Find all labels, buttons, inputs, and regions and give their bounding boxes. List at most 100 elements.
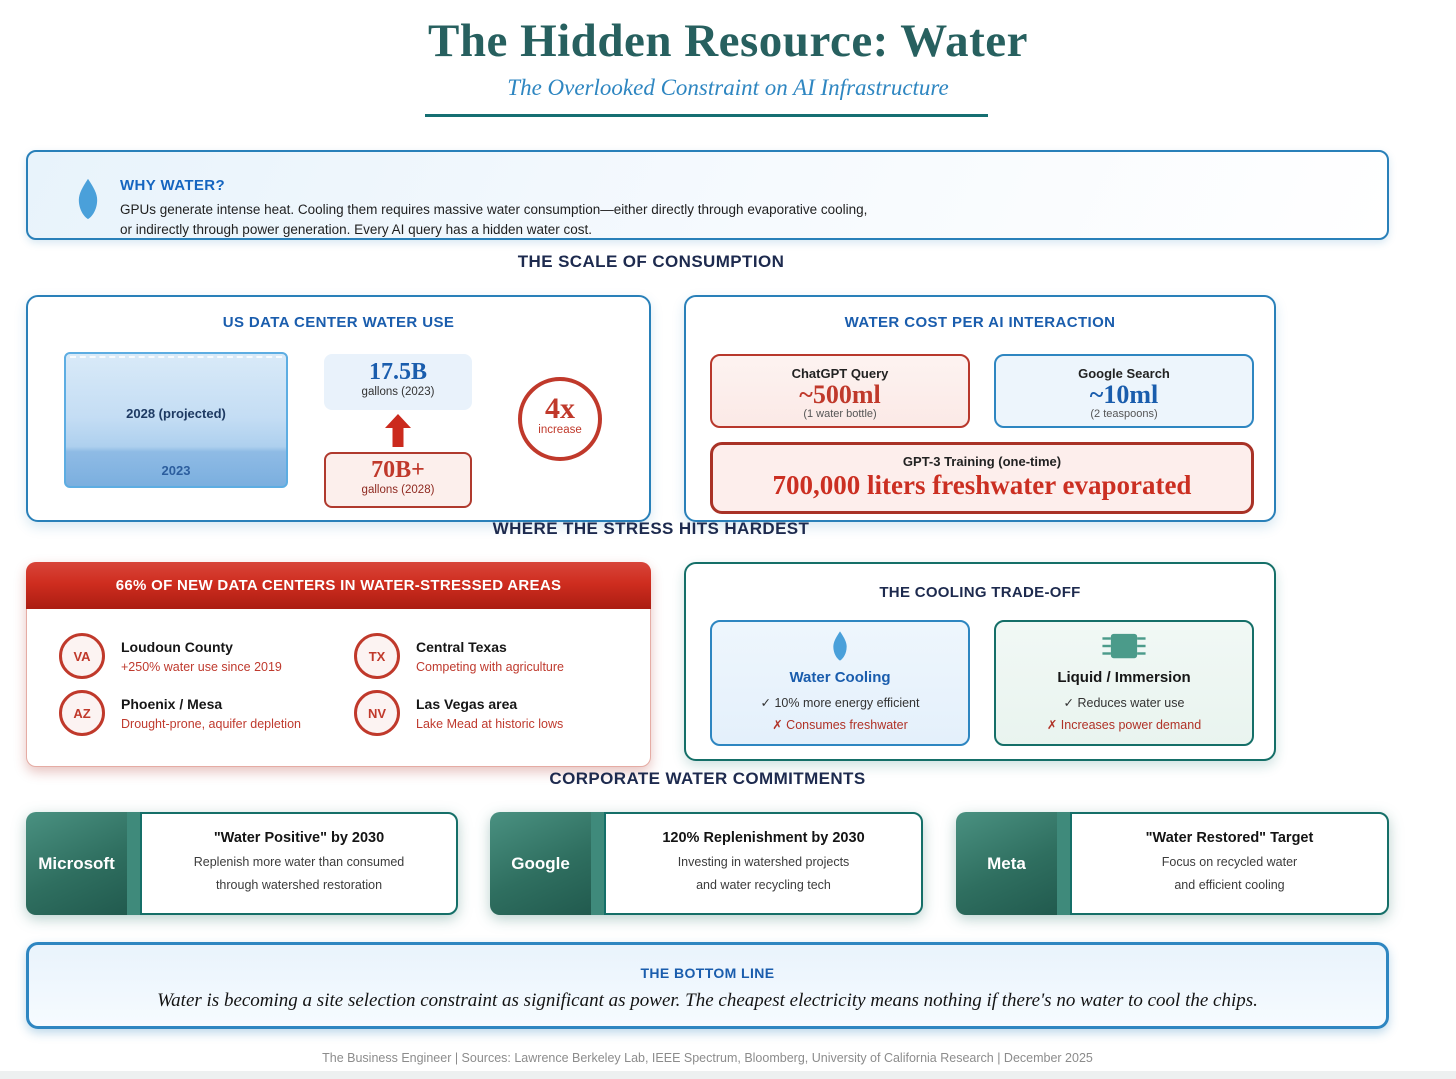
commitment-line1: Investing in watershed projects [677,855,850,869]
state-badge-nv: NV [354,690,400,736]
why-water-line2: or indirectly through power generation. … [120,222,593,237]
commitment-title: 120% Replenishment by 2030 [662,830,865,846]
bottom-edge-strip [0,1071,1456,1079]
chart-label-2023: 2023 [161,463,191,478]
card-accent-strip [591,812,604,915]
water-use-panel: US DATA CENTER WATER USE 2028 (projected… [26,295,651,522]
location-name: Las Vegas area [416,695,518,712]
location-central-texas: TX Central Texas Competing with agricult… [354,633,564,679]
water-cooling-pro: ✓ 10% more energy efficient [760,696,920,710]
why-water-box: WHY WATER? GPUs generate intense heat. C… [26,150,1389,240]
commitment-title: "Water Positive" by 2030 [213,830,385,846]
chip-icon [1101,631,1147,666]
stat-2023-label: gallons (2023) [361,386,435,398]
chatgpt-note: (1 water bottle) [803,408,877,420]
commitment-body: "Water Restored" Target Focus on recycle… [1070,812,1389,915]
stressed-areas-panel: 66% OF NEW DATA CENTERS IN WATER-STRESSE… [26,562,651,767]
stat-2028: 70B+ gallons (2028) [324,452,472,508]
liquid-immersion-con: ✗ Increases power demand [1046,718,1202,732]
company-label: Meta [956,812,1057,915]
water-use-heading: US DATA CENTER WATER USE [222,314,455,331]
why-water-line1: GPUs generate intense heat. Cooling them… [120,202,868,217]
page-subtitle: The Overlooked Constraint on AI Infrastr… [507,75,949,100]
page-title: The Hidden Resource: Water [427,15,1029,67]
increase-arrow-icon [385,414,411,452]
google-value: ~10ml [1089,380,1159,409]
commitment-card-meta: Meta "Water Restored" Target Focus on re… [956,812,1389,915]
bottom-line-text: Water is becoming a site selection const… [157,990,1258,1011]
bottom-line-heading: THE BOTTOM LINE [640,965,775,981]
company-label: Google [490,812,591,915]
location-text: Loudoun County +250% water use since 201… [121,639,282,674]
location-name: Phoenix / Mesa [121,695,223,712]
ai-cost-heading: WATER COST PER AI INTERACTION [844,314,1116,331]
location-detail: +250% water use since 2019 [121,659,282,674]
location-text: Central Texas Competing with agriculture [416,639,564,674]
gpt3-title: GPT-3 Training (one-time) [902,454,1062,469]
multiplier-label: increase [538,424,582,436]
commitment-line2: through watershed restoration [215,878,383,892]
location-detail: Competing with agriculture [416,659,564,674]
why-water-heading: WHY WATER? [120,177,226,194]
water-droplet-icon [77,178,99,225]
commitment-line1: Focus on recycled water [1161,855,1298,869]
ai-cost-panel: WATER COST PER AI INTERACTION ChatGPT Qu… [684,295,1276,522]
water-cooling-title: Water Cooling [789,669,891,686]
commitment-line2: and water recycling tech [696,878,831,892]
commitment-body: "Water Positive" by 2030 Replenish more … [140,812,458,915]
stat-2028-value: 70B+ [371,457,425,483]
commitment-line1: Replenish more water than consumed [193,855,405,869]
water-cooling-con: ✗ Consumes freshwater [772,718,908,732]
cooling-tradeoff-panel: THE COOLING TRADE-OFF Water Cooling ✓ 10… [684,562,1276,761]
stat-2023: 17.5B gallons (2023) [324,354,472,410]
liquid-immersion-card: Liquid / Immersion ✓ Reduces water use ✗… [994,620,1254,746]
liquid-immersion-title: Liquid / Immersion [1057,669,1191,686]
gpt3-value: 700,000 liters freshwater evaporated [772,470,1192,500]
location-text: Phoenix / Mesa Drought-prone, aquifer de… [121,696,301,731]
stat-2023-value: 17.5B [368,359,427,385]
state-badge-tx: TX [354,633,400,679]
google-cost-card: Google Search ~10ml (2 teaspoons) [994,354,1254,428]
commitment-title: "Water Restored" Target [1145,830,1314,846]
commitment-line2: and efficient cooling [1174,878,1285,892]
state-badge-va: VA [59,633,105,679]
location-detail: Drought-prone, aquifer depletion [121,716,301,731]
commitment-card-google: Google 120% Replenishment by 2030 Invest… [490,812,923,915]
section-heading-stress: WHERE THE STRESS HITS HARDEST [492,519,810,538]
liquid-immersion-pro: ✓ Reduces water use [1063,696,1185,710]
commitment-card-microsoft: Microsoft "Water Positive" by 2030 Reple… [26,812,458,915]
location-name: Loudoun County [121,638,233,655]
section-heading-scale: THE SCALE OF CONSUMPTION [517,252,785,271]
bottom-line-panel: THE BOTTOM LINE Water is becoming a site… [26,942,1389,1029]
chatgpt-value: ~500ml [799,380,881,409]
commitment-body: 120% Replenishment by 2030 Investing in … [604,812,923,915]
location-text: Las Vegas area Lake Mead at historic low… [416,696,563,731]
gpt3-cost-card: GPT-3 Training (one-time) 700,000 liters… [710,442,1254,514]
location-las-vegas: NV Las Vegas area Lake Mead at historic … [354,690,563,736]
title-underline [425,114,988,117]
stressed-areas-banner: 66% OF NEW DATA CENTERS IN WATER-STRESSE… [26,562,651,609]
google-title: Google Search [1078,366,1170,381]
why-water-content: WHY WATER? GPUs generate intense heat. C… [120,177,867,240]
company-label: Microsoft [26,812,127,915]
location-name: Central Texas [416,638,507,655]
chatgpt-title: ChatGPT Query [791,366,889,381]
stat-2028-label: gallons (2028) [361,484,435,496]
state-badge-az: AZ [59,690,105,736]
card-accent-strip [1057,812,1070,915]
water-droplet-icon [832,631,848,666]
location-phoenix-mesa: AZ Phoenix / Mesa Drought-prone, aquifer… [59,690,301,736]
multiplier-value: 4x [545,392,575,425]
chatgpt-cost-card: ChatGPT Query ~500ml (1 water bottle) [710,354,970,428]
water-use-chart: 2028 (projected) 2023 [64,352,288,488]
google-note: (2 teaspoons) [1090,408,1158,420]
water-cooling-card: Water Cooling ✓ 10% more energy efficien… [710,620,970,746]
card-accent-strip [127,812,140,915]
location-loudoun: VA Loudoun County +250% water use since … [59,633,282,679]
cooling-heading: THE COOLING TRADE-OFF [879,584,1081,601]
footer-credits: The Business Engineer | Sources: Lawrenc… [322,1051,1093,1065]
section-heading-corporate: CORPORATE WATER COMMITMENTS [549,769,866,788]
chart-label-2028: 2028 (projected) [126,406,226,421]
multiplier-badge: 4x increase [518,377,602,461]
